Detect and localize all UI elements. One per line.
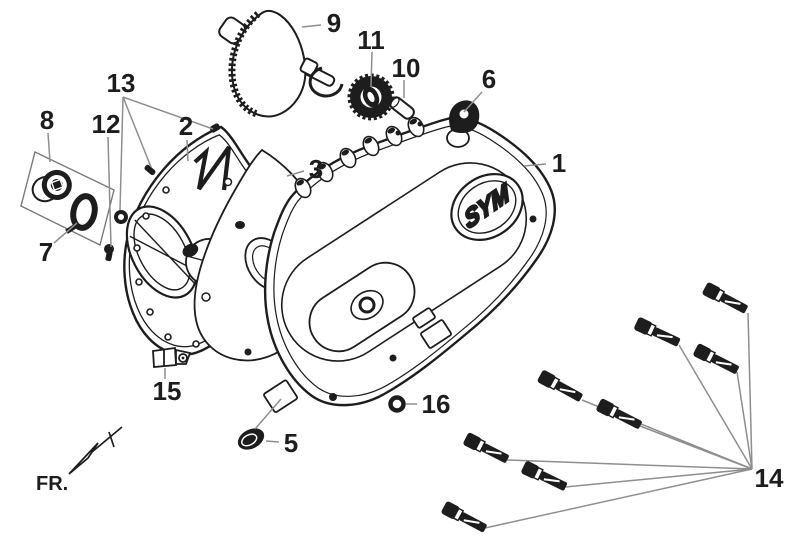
- detail-box-outline: [20, 151, 115, 247]
- parts-box-8-7: [20, 151, 115, 247]
- gasket-truss-cutout: [193, 145, 232, 191]
- crankcase-cover-part-1: SYM: [244, 116, 556, 413]
- spindle-circlip: [308, 66, 344, 98]
- leader-line: [122, 96, 214, 130]
- callout-6: 6: [482, 64, 496, 94]
- fr-label: FR.: [36, 473, 68, 495]
- o-ring-part-16: [388, 395, 406, 413]
- drive-gear-part-11: [347, 73, 395, 121]
- cap-nut-part-8: [31, 169, 72, 203]
- leader-line: [47, 132, 51, 163]
- callout-11: 11: [357, 25, 385, 55]
- flange-bolt-part-14: [634, 317, 681, 347]
- leader-line: [639, 425, 753, 470]
- leader-line: [265, 440, 280, 443]
- sector-gear-teeth: [228, 11, 261, 118]
- callout-2: 2: [179, 111, 193, 141]
- leader-line: [747, 312, 753, 470]
- callout-7: 7: [39, 237, 53, 267]
- leader-line: [186, 139, 189, 162]
- callout-16: 16: [422, 389, 451, 419]
- callout-12: 12: [92, 109, 121, 139]
- dowel-13-b: [144, 164, 156, 176]
- flange-bolt-part-14: [521, 461, 567, 491]
- leader-line: [736, 371, 753, 470]
- callout-9: 9: [327, 8, 341, 38]
- leader-line: [506, 459, 753, 470]
- leader-line: [107, 136, 112, 248]
- leader-line: [119, 96, 124, 211]
- callout-10: 10: [392, 53, 421, 83]
- sym-badge: SYM: [450, 173, 524, 241]
- dowel-13-a: [209, 123, 221, 133]
- cover-screw-dots: [244, 121, 537, 401]
- cover-clamp-part-6: [446, 100, 480, 148]
- callout-1: 1: [552, 148, 566, 178]
- flange-bolt-part-14: [463, 432, 509, 463]
- callout-14: 14: [755, 463, 784, 493]
- callout-3: 3: [309, 154, 323, 184]
- leader-line: [122, 96, 152, 168]
- kick-spindle-part-9: [218, 9, 344, 118]
- plug-part-5: [237, 428, 265, 450]
- o-ring-part-7: [65, 193, 98, 234]
- cover-kick-opening: [308, 261, 416, 353]
- flange-bolt-part-14: [693, 343, 739, 374]
- cover-tabs: [263, 307, 452, 413]
- callout-5: 5: [284, 428, 298, 458]
- flange-bolt-part-14: [702, 282, 748, 314]
- leader-line: [301, 24, 322, 28]
- callout-15: 15: [153, 376, 182, 406]
- flange-bolt-part-14: [596, 398, 642, 429]
- callout-13: 13: [107, 68, 136, 98]
- leader-line: [523, 163, 547, 167]
- flange-bolt-part-14: [441, 501, 487, 533]
- leader-line: [254, 398, 282, 430]
- leader-line: [484, 468, 753, 529]
- callout-8: 8: [40, 105, 54, 135]
- leader-line: [564, 468, 753, 488]
- leader-line: [678, 344, 753, 470]
- gasket-main-opening: [125, 205, 200, 299]
- fr-arrow: [68, 426, 123, 475]
- clip-part-15: [152, 346, 192, 368]
- leader-line: [53, 222, 78, 244]
- flange-bolt-part-14: [537, 370, 583, 402]
- washer-nut-13-c: [114, 210, 128, 224]
- leader-line: [370, 51, 373, 87]
- bolt-12: [104, 244, 114, 262]
- leader-line: [463, 91, 483, 113]
- dowel-pin-part-10: [389, 96, 415, 120]
- bolts-part-14-layer: [441, 282, 748, 533]
- leader-line: [286, 170, 305, 177]
